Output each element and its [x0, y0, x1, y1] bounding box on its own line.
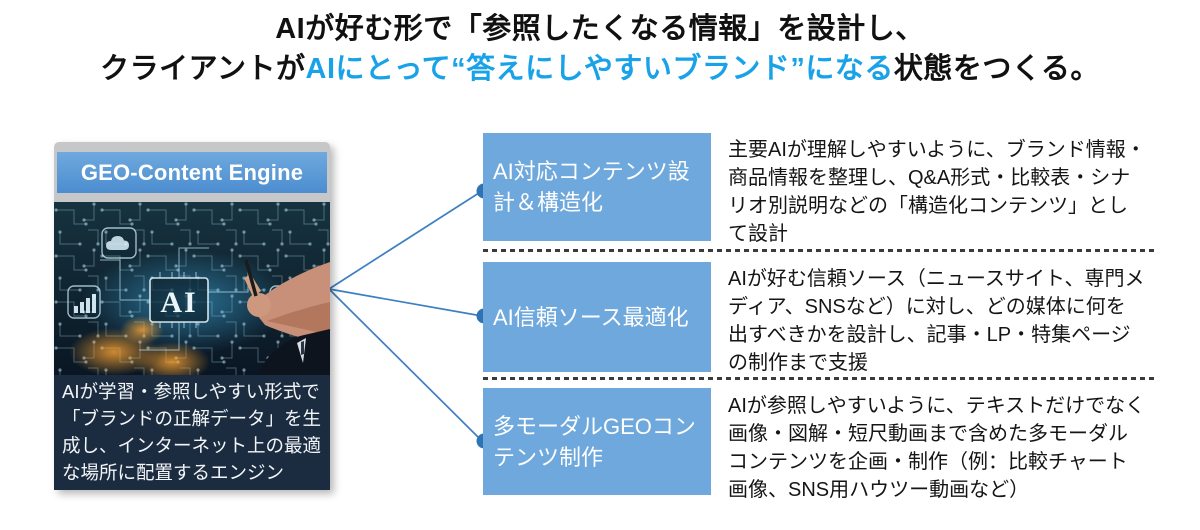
dashed-divider	[483, 249, 1158, 252]
connector-line-1	[328, 190, 483, 290]
service-description-multimodal: AIが参照しやすいように、テキストだけでなく 画像・図解・短尺動画まで含めた多モ…	[728, 395, 1146, 501]
title-line2: クライアントがAIにとって“答えにしやすいブランド”になる状態をつくる。	[0, 49, 1200, 89]
ai-chip: AI	[149, 272, 209, 328]
service-box-label: AI対応コンテンツ設 計＆構造化	[493, 159, 690, 215]
page-title: AIが好む形で「参照したくなる情報」を設計し、 クライアントがAIにとって“答え…	[0, 9, 1200, 89]
connector-line-3	[328, 288, 483, 442]
dashed-divider	[483, 377, 1158, 380]
ai-chip-label: AI	[160, 286, 197, 319]
hand-with-stylus	[244, 259, 330, 345]
title-line1: AIが好む形で「参照したくなる情報」を設計し、	[275, 13, 925, 45]
cloud-icon	[101, 227, 137, 259]
title-line2-highlight: AIにとって“答えにしやすいブランド”になる	[305, 53, 894, 85]
service-box-trusted-source: AI信頼ソース最適化	[483, 262, 711, 372]
service-box-label: 多モーダルGEOコン テンツ制作	[493, 413, 696, 470]
orange-glow-3	[120, 316, 164, 344]
circuit-board-image: AI	[54, 202, 330, 375]
geo-engine-card: GEO-Content Engine	[54, 142, 330, 490]
title-line2-post: 状態をつくる。	[893, 53, 1100, 85]
service-box-multimodal: 多モーダルGEOコン テンツ制作	[483, 388, 711, 495]
service-box-label: AI信頼ソース最適化	[493, 304, 689, 330]
bar-chart-icon	[67, 285, 101, 319]
person-silhouette	[257, 329, 330, 375]
service-box-content-design: AI対応コンテンツ設 計＆構造化	[483, 133, 711, 241]
service-description-content-design: 主要AIが理解しやすいように、ブランド情報・ 商品情報を整理し、Q&A形式・比較…	[728, 139, 1146, 245]
card-caption: AIが学習・参照しやすい形式で 「ブランドの正解データ」を生 成し、インターネッ…	[54, 375, 330, 490]
card-title: GEO-Content Engine	[57, 152, 327, 193]
service-description-trusted-source: AIが好む信頼ソース（ニュースサイト、専門メ ディア、SNSなど）に対し、どの媒…	[728, 268, 1145, 374]
title-line2-pre: クライアントが	[100, 53, 306, 85]
connector-line-2	[328, 288, 483, 317]
